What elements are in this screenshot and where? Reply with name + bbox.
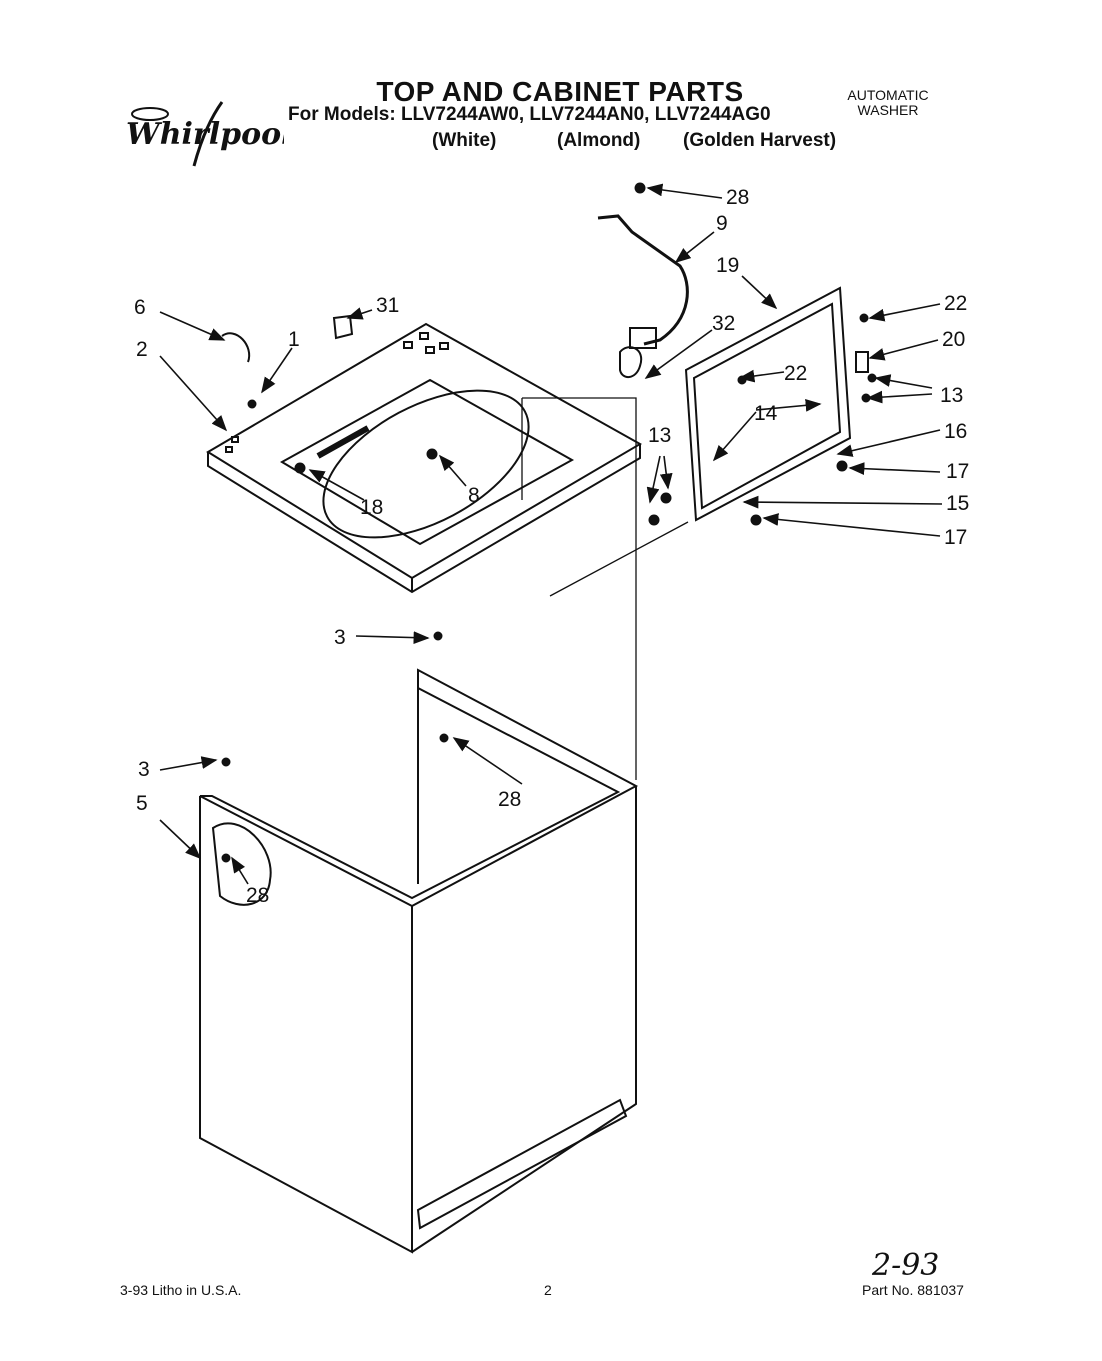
callout-18: 18 [360, 496, 383, 519]
callout-13-right: 13 [940, 384, 963, 407]
callout-3-left: 3 [138, 758, 150, 781]
callout-17-b: 17 [944, 526, 967, 549]
callout-13-left: 13 [648, 424, 671, 447]
callout-8: 8 [468, 484, 480, 507]
page-number: 2 [544, 1282, 552, 1298]
callout-9: 9 [716, 212, 728, 235]
callout-14: 14 [754, 402, 778, 425]
appliance-type: AUTOMATIC WASHER [828, 88, 948, 118]
color-golden-harvest: (Golden Harvest) [683, 130, 837, 151]
callout-28-top: 28 [726, 186, 749, 209]
appliance-type-line1: AUTOMATIC [847, 87, 929, 103]
callout-3-top: 3 [334, 626, 346, 649]
wire-harness [597, 214, 689, 349]
callout-28-low: 28 [246, 884, 269, 907]
top-panel-openings [225, 332, 449, 453]
callout-6: 6 [134, 296, 146, 319]
logo-wordmark: Whirlpool [126, 117, 284, 152]
callout-1: 1 [288, 328, 300, 351]
callout-5: 5 [136, 792, 148, 815]
color-almond: (Almond) [557, 130, 641, 151]
callout-20: 20 [942, 328, 965, 351]
callout-15: 15 [946, 492, 969, 515]
callout-19: 19 [716, 254, 739, 277]
callout-22-mid: 22 [784, 362, 807, 385]
color-white: (White) [432, 130, 497, 151]
part-number: Part No. 881037 [862, 1282, 964, 1298]
appliance-type-line2: WASHER [857, 102, 919, 118]
console-frame [684, 286, 852, 522]
washer-top-panel [206, 322, 643, 594]
callout-17-a: 17 [946, 460, 969, 483]
litho-note: 3-93 Litho in U.S.A. [120, 1282, 242, 1298]
callout-31: 31 [376, 294, 399, 317]
whirlpool-logo: Whirlpool [122, 96, 293, 176]
washer-cabinet [199, 668, 639, 1254]
handwritten-date: 2-93 [872, 1248, 940, 1283]
callout-16: 16 [944, 420, 967, 443]
callout-28-mid: 28 [498, 788, 521, 811]
callout-32: 32 [712, 312, 735, 335]
callout-22-right: 22 [944, 292, 967, 315]
page-title: TOP AND CABINET PARTS [376, 76, 744, 107]
model-list: For Models: LLV7244AW0, LLV7244AN0, LLV7… [288, 104, 771, 125]
callout-2: 2 [136, 338, 148, 361]
